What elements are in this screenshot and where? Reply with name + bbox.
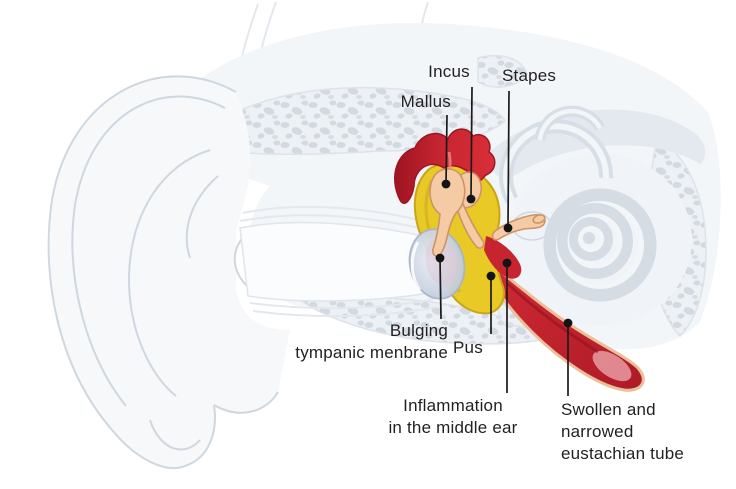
leader-lines	[439, 86, 569, 396]
stapes-bone	[491, 214, 546, 241]
stapes-leader-line	[507, 90, 510, 229]
membrane-leader-line	[439, 257, 442, 320]
eustachian-tube-tip	[592, 350, 632, 382]
semicircular-canals	[499, 105, 614, 204]
incus-label: Incus	[428, 62, 470, 81]
inflamed-tissue-crown	[394, 128, 496, 205]
incus-dot	[466, 194, 476, 204]
cochlea	[543, 188, 657, 302]
stapes-dot	[503, 223, 513, 233]
outer-ear	[47, 75, 290, 470]
inflammation-dot	[502, 258, 512, 268]
eustachian-dot	[563, 318, 573, 328]
mallus-leader-line	[445, 114, 448, 185]
inner-ear	[484, 105, 706, 326]
mallus-dot	[441, 179, 451, 189]
membrane-dot	[435, 253, 445, 263]
leader-dots	[435, 179, 573, 328]
inflamed-tissue-patch	[484, 236, 522, 279]
eustachian-tube-label: Swollen and narrowed eustachian tube	[561, 400, 685, 463]
eustachian-tube	[486, 264, 645, 392]
inflammation-label: Inflammation in the middle ear	[388, 396, 518, 437]
mallus-label: Mallus	[400, 92, 451, 111]
pus-dot	[486, 271, 496, 281]
bulging-membrane-label: Bulging tympanic menbrane	[295, 321, 448, 362]
stapes-label: Stapes	[502, 66, 557, 85]
pus-label: Pus	[453, 338, 483, 357]
incus-leader-line	[470, 86, 473, 200]
